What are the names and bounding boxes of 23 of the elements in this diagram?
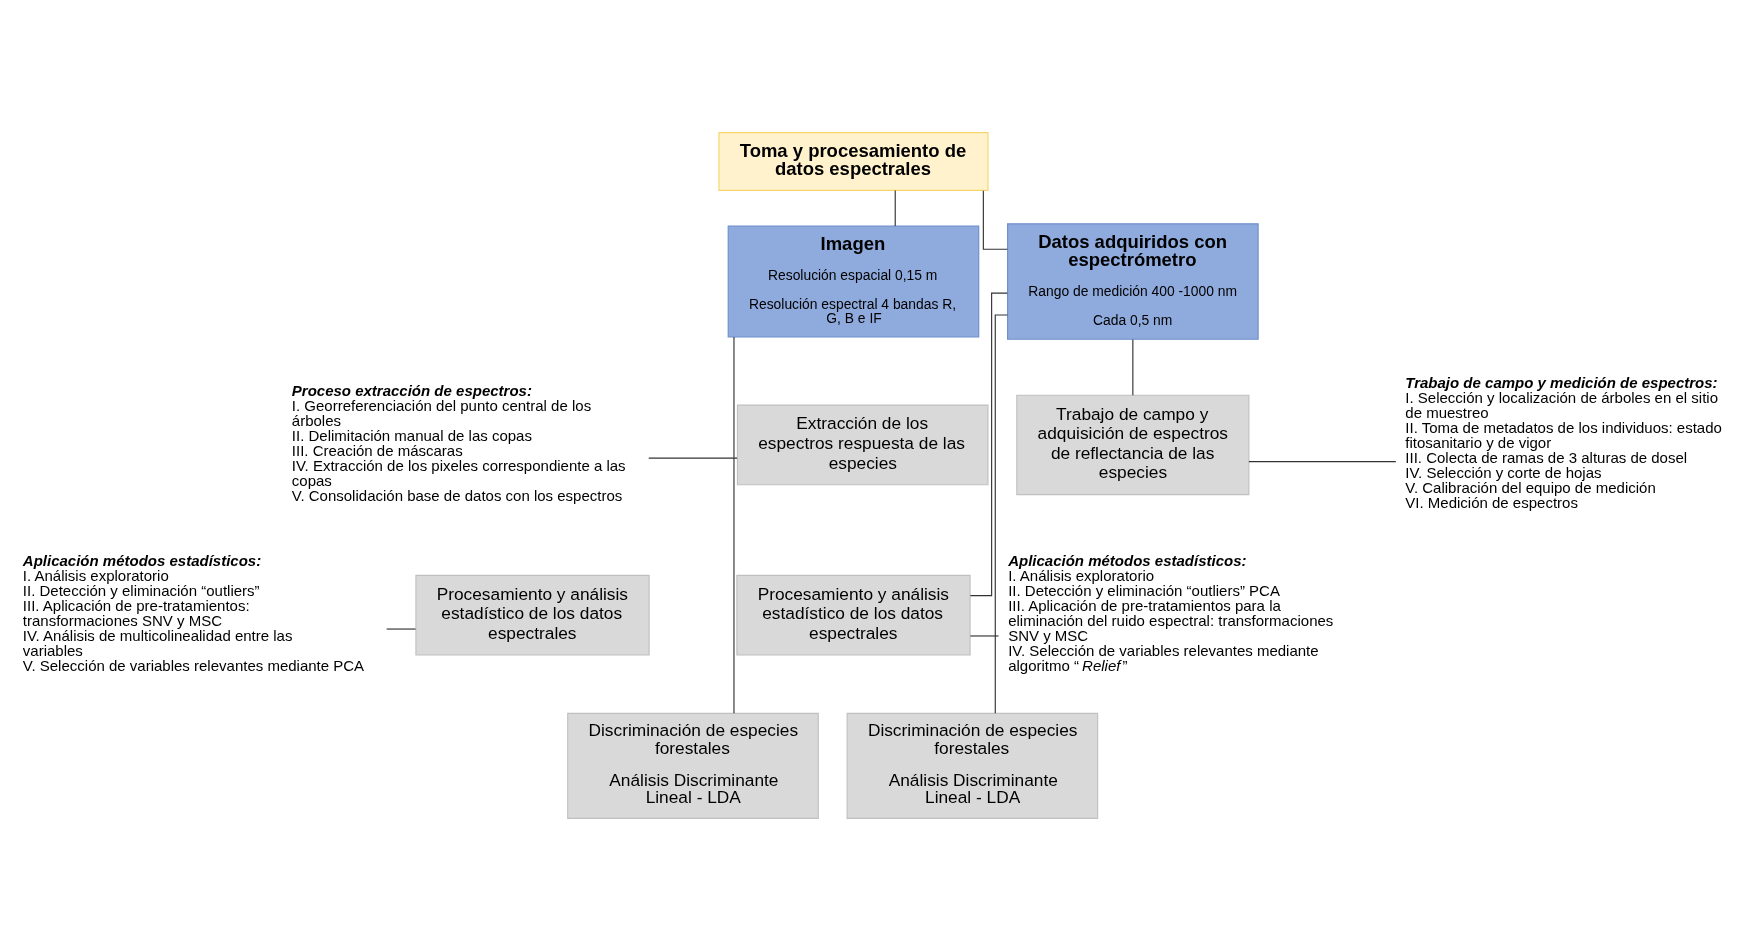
connector [1132,339,1134,396]
node-box: Procesamiento y análisis estadístico de los datos espectrales [736,574,971,656]
node-box: Toma y procesamiento de datos espectrales [718,132,989,191]
node-box: Procesamiento y análisis estadístico de los datos espectrales [415,574,650,656]
node-box: Trabajo de campo y adquisición de espectros de reflectancia de las especies [1016,394,1250,496]
node-text: Trabajo de campo y medición de espectros: I. Selección y localización de árboles en el sitio de muestreo II. Toma de metadatos de los individuos: estado fitosanitario y de vigor III. Colecta de ramas de 3 alturas de dosel IV. Selección y corte de hojas V. Calibración del equipo de medición VI. Medición de espectros [1405,374,1722,512]
node-box: Datos adquiridos con espectrómetro Rango de medición 400 -1000 nm Cada 0,5 nm [1007,223,1259,340]
connector [894,189,896,227]
connector [733,336,735,714]
node-text: Proceso extracción de espectros: I. Georreferenciación del punto central de los árboles II. Delimitación manual de las copas III. Creación de máscaras IV. Extracción de los pixeles correspondiente a las copas V. Consolidación base de datos con los espectros [291,381,626,504]
connector [648,457,738,459]
node-box: Discriminación de especies forestales Análisis Discriminante Lineal - LDA [846,712,1099,819]
connector [1248,461,1397,463]
node-box: Discriminación de especies forestales Análisis Discriminante Lineal - LDA [567,712,819,819]
node-box: Imagen Resolución espacial 0,15 m Resolución espectral 4 bandas R, G, B e IF [727,225,980,338]
node-text: Aplicación métodos estadísticos: I. Análisis exploratorio II. Detección y eliminación “outliers” PCA III. Aplicación de pre-tratamientos para la eliminación del ruido espectral: transformaciones SNV y MSC IV. Selección de variables relevantes mediante algoritmo “Relief” [1008,552,1334,675]
connector [969,635,1000,637]
node-text: Aplicación métodos estadísticos: I. Análisis exploratorio II. Detección y eliminación “outliers” III. Aplicación de pre-tratamientos: transformaciones SNV y MSC IV. Análisis de multicolinealidad entre las variables V. Selección de variables relevantes mediante PCA [22,552,365,675]
node-box: Extracción de los espectros respuesta de las especies [736,404,989,486]
connector [386,628,417,630]
connector [969,292,1008,597]
connector [982,190,1008,250]
connector [994,314,1009,714]
